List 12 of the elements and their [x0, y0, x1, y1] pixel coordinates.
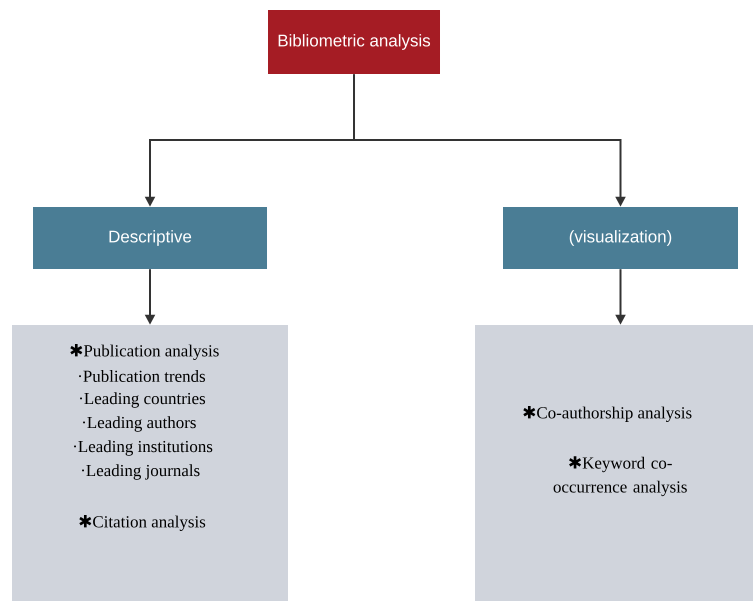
- list-item: ·Leading authors: [83, 416, 196, 432]
- list-item: ·Publication trends: [79, 370, 206, 382]
- list-item: ·Leading countries: [80, 392, 206, 408]
- category-box: (visualization): [503, 207, 738, 269]
- list-item: ✱Publication analysis: [70, 344, 219, 360]
- list-item: ✱Citation analysis: [79, 515, 206, 531]
- list-item: ·Leading institutions: [74, 440, 212, 456]
- title-box: Bibliometric analysis: [268, 10, 440, 74]
- list-item: ✱Co-authorship analysis: [523, 406, 692, 422]
- list-item: ✱Keyword co-occurrence analysis: [554, 456, 687, 496]
- category-box: Descriptive: [33, 207, 267, 269]
- list-item: ·Leading journals: [82, 464, 200, 480]
